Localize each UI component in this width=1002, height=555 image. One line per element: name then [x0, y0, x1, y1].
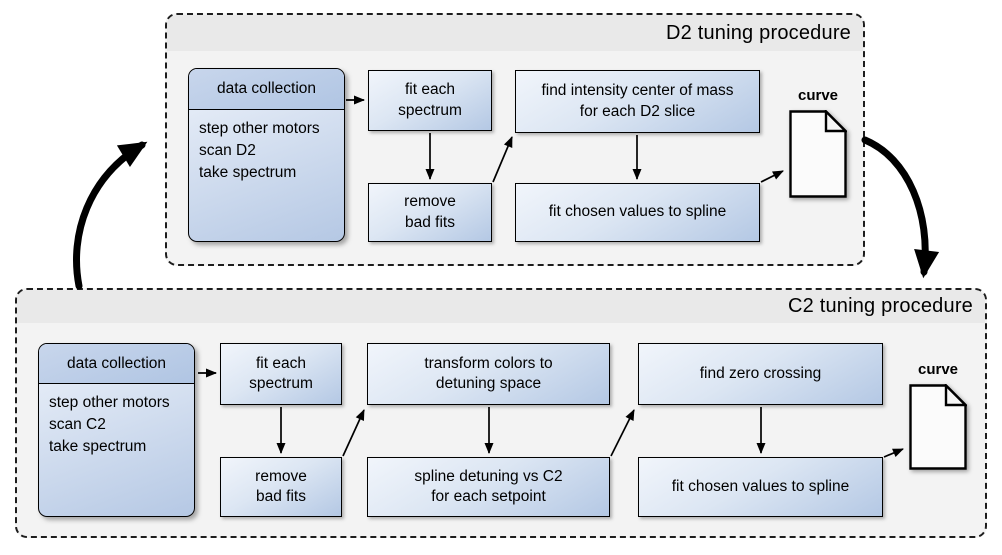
d2-data-collection-body: step other motors scan D2 take spectrum: [189, 110, 344, 184]
box-label-line: for each D2 slice: [579, 102, 696, 120]
d2-title-band: D2 tuning procedure: [167, 15, 863, 51]
c2-curve-label: curve: [917, 361, 959, 378]
d2-step-line-3: take spectrum: [199, 164, 297, 182]
c2-step-line-3: take spectrum: [49, 438, 147, 456]
d2-curve-label: curve: [797, 87, 839, 104]
box-label-line: spline detuning vs C2: [414, 467, 563, 485]
c2-procedure-container: C2 tuning procedure data collection step…: [15, 288, 987, 538]
box-label-line: transform colors to: [424, 354, 553, 372]
arrow-c2-to-d2-loop: [73, 141, 148, 290]
box-label-line: for each setpoint: [431, 488, 546, 505]
c2-step-line-1: step other motors: [49, 394, 170, 411]
arrow-d2-to-c2-loop: [861, 136, 940, 279]
box-label-line: spectrum: [249, 375, 313, 392]
c2-step-line-2: scan C2: [49, 416, 106, 434]
c2-title-band: C2 tuning procedure: [17, 290, 985, 323]
box-label-line: fit chosen values to spline: [548, 203, 727, 221]
c2-data-collection-body: step other motors scan C2 take spectrum: [39, 384, 194, 458]
box-label-line: find intensity center of mass: [541, 82, 734, 100]
d2-data-collection-box: data collection step other motors scan D…: [188, 68, 345, 242]
d2-step-line-2: scan D2: [199, 142, 256, 160]
c2-data-collection-header: data collection: [39, 344, 194, 384]
d2-curve-output: curve: [780, 87, 856, 198]
c2-remove-bad-fits-box: remove bad fits: [220, 457, 342, 517]
box-label-line: detuning space: [435, 375, 542, 392]
document-icon: [789, 110, 847, 198]
c2-spline-detuning-box: spline detuning vs C2 for each setpoint: [367, 457, 610, 517]
box-label-line: fit each: [256, 354, 306, 372]
c2-fit-each-spectrum-box: fit each spectrum: [220, 343, 342, 405]
box-label-line: bad fits: [256, 488, 306, 505]
box-label-line: remove: [404, 193, 456, 211]
box-label-line: remove: [255, 467, 307, 485]
c2-find-zero-crossing-box: find zero crossing: [638, 343, 883, 405]
box-label-line: fit each: [405, 81, 455, 99]
d2-procedure-container: D2 tuning procedure data collection step…: [165, 13, 865, 266]
box-label-line: bad fits: [405, 213, 455, 231]
box-label-line: fit chosen values to spline: [671, 477, 850, 495]
d2-fit-each-spectrum-box: fit each spectrum: [368, 70, 492, 131]
d2-data-collection-header: data collection: [189, 69, 344, 110]
document-icon: [909, 384, 967, 470]
c2-procedure-title: C2 tuning procedure: [787, 295, 973, 317]
box-label-line: find zero crossing: [699, 364, 822, 382]
c2-fit-chosen-values-box: fit chosen values to spline: [638, 457, 883, 517]
d2-find-intensity-box: find intensity center of mass for each D…: [515, 70, 760, 133]
d2-step-line-1: step other motors: [199, 120, 320, 137]
c2-transform-colors-box: transform colors to detuning space: [367, 343, 610, 405]
c2-curve-output: curve: [900, 361, 976, 470]
c2-data-collection-box: data collection step other motors scan C…: [38, 343, 195, 517]
d2-remove-bad-fits-box: remove bad fits: [368, 183, 492, 242]
d2-procedure-title: D2 tuning procedure: [665, 21, 851, 44]
d2-fit-chosen-values-box: fit chosen values to spline: [515, 183, 760, 242]
box-label-line: spectrum: [398, 101, 462, 119]
